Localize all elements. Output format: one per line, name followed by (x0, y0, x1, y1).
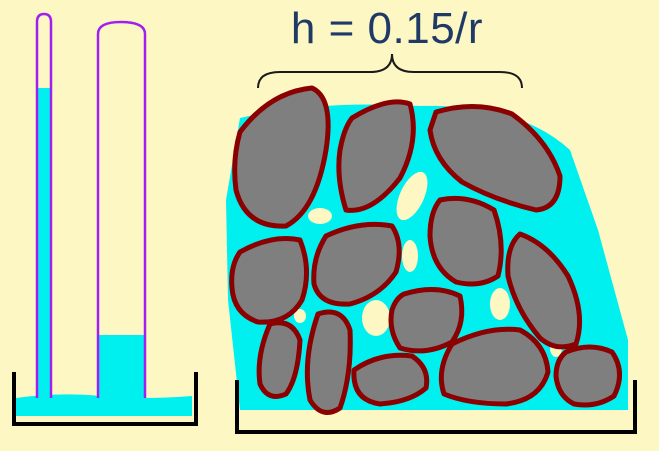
right-container (235, 380, 637, 434)
soil-grain (311, 221, 402, 307)
soil-grain (553, 344, 622, 408)
soil-grain (256, 320, 303, 399)
air-pocket (396, 171, 428, 221)
narrow-tube-water (37, 88, 51, 398)
soil-grain (304, 309, 353, 415)
left-container (12, 372, 198, 426)
wide-tube-outline (96, 20, 147, 398)
tube-basin (16, 394, 192, 416)
soil-grain (438, 326, 551, 407)
soil-grain (388, 287, 465, 354)
capillary-rise-formula: h = 0.15/r (290, 4, 484, 53)
soil-grains (229, 85, 622, 415)
soil-grain (229, 236, 309, 325)
air-pocket (294, 309, 306, 323)
air-pocket (362, 300, 390, 336)
wide-tube (96, 20, 147, 398)
soil-grain (427, 103, 563, 213)
height-brace (257, 53, 523, 89)
soil-grain (505, 231, 583, 350)
basin-water (16, 394, 192, 416)
wide-tube-water (98, 335, 145, 398)
air-pocket (308, 208, 332, 224)
soil-grain (427, 195, 504, 287)
soil-grain (351, 352, 430, 407)
soil-grain (232, 85, 331, 229)
air-pocket (490, 288, 510, 320)
air-pocket (402, 240, 418, 272)
narrow-tube-outline (35, 12, 53, 398)
narrow-tube (35, 12, 53, 398)
soil-grain (336, 99, 416, 213)
